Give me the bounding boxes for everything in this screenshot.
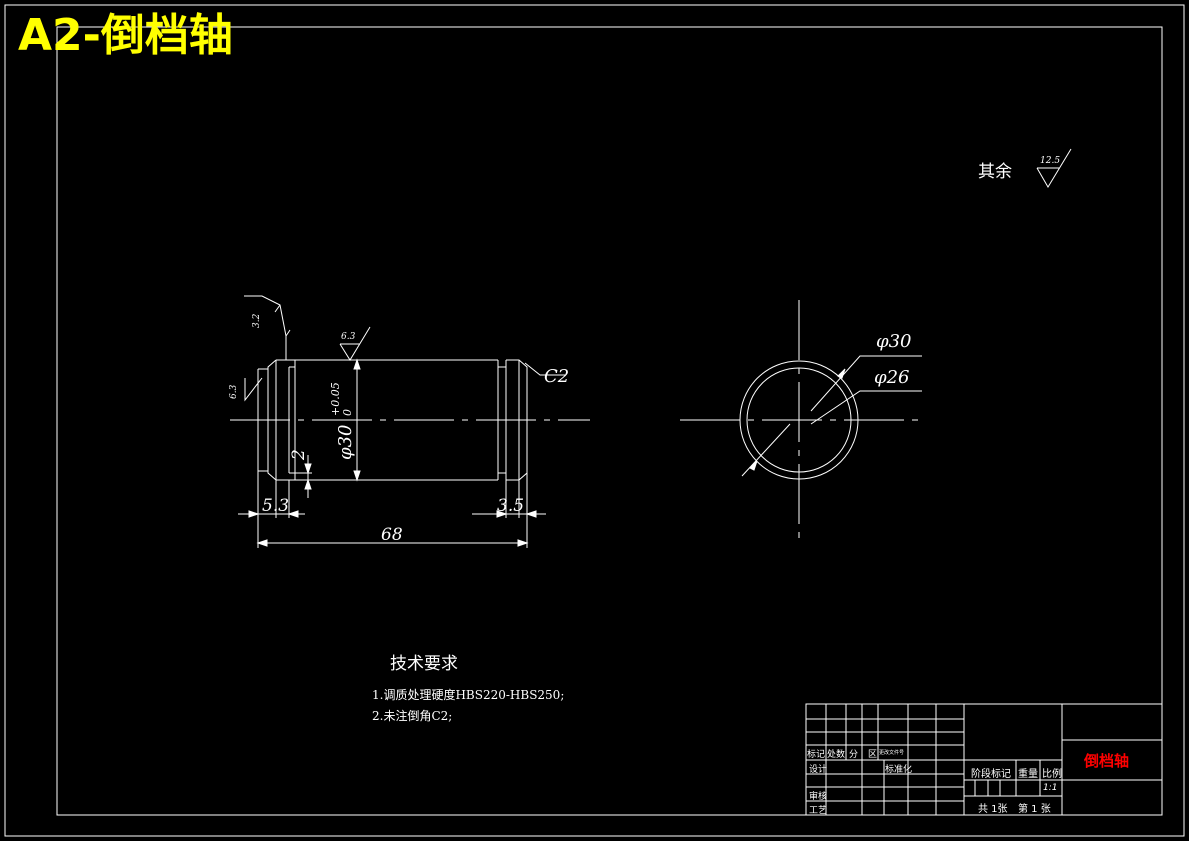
overall-length-label: 68 [381, 525, 403, 545]
surface-finish-general: 其余 12.5 [978, 148, 1072, 188]
left-dim-label: 5.3 [262, 496, 289, 516]
tb-standardized: 标准化 [885, 765, 913, 775]
tolerance-upper: +0.05 [329, 382, 342, 416]
roughness-left-a: 3.2 [252, 313, 262, 328]
roughness-symbol-icon [1036, 148, 1072, 188]
drawing-heading: A2-倒档轴 [18, 10, 233, 61]
roughness-top: 6.3 [341, 332, 356, 342]
requirement-item: 2.未注倒角C2; [372, 709, 453, 723]
outer-border [4, 4, 1185, 837]
tb-sheets-total: 共 1张 [978, 804, 1008, 815]
tb-scale-value: 1:1 [1043, 783, 1058, 793]
front-view [230, 295, 590, 548]
tb-sheet-number: 第 1 张 [1018, 804, 1051, 815]
roughness-left-b: 6.3 [229, 384, 239, 399]
tb-scale: 比例 [1042, 769, 1062, 780]
tb-designed: 设计 [809, 765, 828, 775]
tb-rev-doc: 更改文件号 [879, 750, 905, 756]
right-dim-label: 3.5 [497, 496, 524, 516]
chamfer-label: C2 [544, 366, 569, 387]
inner-frame [56, 26, 1163, 816]
end-outer-diameter: φ30 [876, 331, 912, 352]
diameter-label: φ30 [335, 424, 356, 460]
requirements-title: 技术要求 [390, 654, 458, 674]
tb-weight: 重量 [1018, 769, 1038, 780]
tb-rev-mark: 标记 [807, 750, 826, 760]
diameter-dimension: φ30 +0.05 0 [329, 382, 356, 460]
title-block [805, 703, 1163, 816]
tb-checked: 审核 [809, 792, 828, 802]
tolerance-lower: 0 [341, 409, 354, 416]
tb-process: 工艺 [809, 806, 828, 816]
tb-rev-count: 处数 [827, 750, 846, 760]
surface-finish-other-label: 其余 [978, 162, 1012, 182]
end-inner-diameter: φ26 [874, 367, 910, 388]
tb-rev-zone: 区 [868, 750, 878, 760]
tb-rev-part: 分 [849, 750, 859, 760]
tb-part-name: 倒档轴 [1084, 752, 1130, 770]
tb-stage-mark: 阶段标记 [971, 769, 1011, 780]
groove-depth-label: 2 [289, 449, 309, 461]
requirement-item: 1.调质处理硬度HBS220-HBS250; [372, 688, 565, 702]
surface-finish-other-value: 12.5 [1040, 156, 1060, 166]
end-view [680, 300, 922, 538]
